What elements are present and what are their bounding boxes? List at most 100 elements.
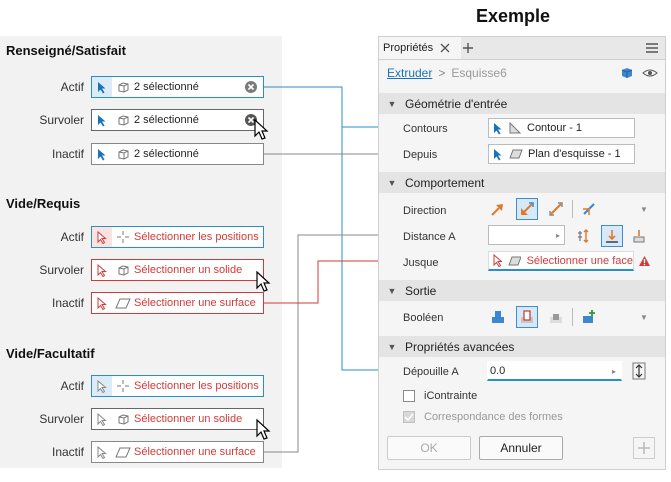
breadcrumb: Extruder > Esquisse6 — [387, 66, 507, 80]
depuis-label: Depuis — [403, 149, 438, 161]
state-label-active: Actif — [60, 230, 84, 244]
direction-flipped-button[interactable] — [516, 198, 538, 220]
ok-button[interactable]: OK — [387, 436, 471, 460]
depuis-selection-box[interactable]: Plan d'esquisse - 1 — [488, 144, 635, 164]
section-header-label: Propriétés avancées — [405, 339, 515, 354]
selection-box-filled-inactive[interactable]: 2 sélectionné — [91, 143, 264, 165]
chevron-down-icon[interactable]: ▼ — [640, 205, 648, 214]
mouse-cursor-icon — [256, 270, 271, 292]
direction-asymmetric-button[interactable] — [578, 198, 600, 220]
selection-box-filled-active[interactable]: 2 sélectionné — [91, 76, 264, 98]
selection-text: 2 sélectionné — [134, 148, 199, 160]
selection-box-optional-inactive[interactable]: Sélectionner une surface — [91, 441, 264, 463]
section-header-label: Géométrie d'entrée — [405, 96, 508, 111]
select-arrow-icon — [92, 77, 112, 97]
boolean-join-button[interactable] — [487, 306, 509, 328]
contours-selection-box[interactable]: Contour - 1 — [488, 118, 635, 138]
chevron-down-icon[interactable]: ▼ — [640, 313, 648, 322]
state-label-hover: Survoler — [39, 412, 84, 426]
selection-prompt: Sélectionner une surface — [134, 297, 256, 309]
selection-box-required-hover[interactable]: Sélectionner un solide — [91, 259, 264, 281]
tab-properties[interactable]: Propriétés — [379, 37, 461, 59]
collapse-arrow-icon: ▼ — [387, 285, 397, 296]
jusque-selection-box[interactable]: Sélectionner une face — [488, 251, 634, 271]
menu-icon[interactable] — [645, 42, 659, 54]
direction-asymmetric-icon — [583, 203, 595, 215]
toolbar-separator — [572, 308, 573, 326]
solid-icon — [112, 409, 134, 429]
visibility-eye-icon[interactable] — [642, 68, 658, 78]
flip-draft-icon[interactable] — [632, 362, 646, 380]
section-header-advanced[interactable]: ▼ Propriétés avancées — [379, 336, 665, 357]
state-label-inactive: Inactif — [51, 296, 84, 310]
section-header-behavior[interactable]: ▼ Comportement — [379, 172, 665, 193]
breadcrumb-separator: > — [438, 66, 446, 80]
clear-selection-icon[interactable] — [243, 112, 259, 128]
selection-box-required-active[interactable]: Sélectionner les positions — [91, 226, 264, 248]
state-label-active: Actif — [60, 80, 84, 94]
example-title: Exemple — [476, 6, 551, 26]
direction-symmetric-button[interactable] — [545, 198, 567, 220]
clear-selection-icon[interactable] — [243, 79, 259, 95]
checkmark-icon — [404, 413, 414, 422]
solid-icon — [112, 260, 134, 280]
breadcrumb-current-link[interactable]: Extruder — [387, 66, 433, 80]
icontrainte-checkbox[interactable] — [403, 390, 415, 402]
boolean-cut-button[interactable] — [516, 306, 538, 328]
contours-value: Contour - 1 — [527, 122, 583, 134]
contours-label: Contours — [403, 123, 448, 135]
cancel-button[interactable]: Annuler — [479, 436, 563, 460]
depouille-a-input[interactable]: 0.0 ▸ — [487, 361, 622, 381]
sketch-plane-icon — [509, 149, 523, 159]
new-solid-icon — [583, 310, 595, 323]
properties-panel: Propriétés Extruder > Esquisse6 ▼ Géomét… — [378, 36, 666, 470]
collapse-arrow-icon: ▼ — [387, 341, 397, 352]
plus-icon — [638, 442, 650, 454]
state-label-inactive: Inactif — [51, 445, 84, 459]
select-arrow-icon — [494, 148, 502, 160]
booleen-label: Booléen — [403, 312, 444, 324]
add-button[interactable] — [633, 437, 655, 459]
section-header-input-geometry[interactable]: ▼ Géométrie d'entrée — [379, 93, 665, 114]
section-header-label: Sortie — [405, 283, 437, 298]
collapse-arrow-icon: ▼ — [387, 98, 397, 109]
distance-a-input[interactable]: ▸ — [488, 225, 565, 245]
select-arrow-icon — [494, 122, 502, 134]
selection-box-required-inactive[interactable]: Sélectionner une surface — [91, 292, 264, 314]
through-all-button[interactable] — [628, 225, 650, 247]
select-arrow-icon — [493, 254, 502, 267]
selection-prompt: Sélectionner les positions — [134, 231, 259, 243]
distance-a-label: Distance A — [403, 231, 456, 243]
selection-box-optional-hover[interactable]: Sélectionner un solide — [91, 408, 264, 430]
to-mode-button[interactable] — [601, 225, 623, 247]
through-all-icon — [633, 230, 645, 243]
new-solid-button[interactable] — [578, 306, 600, 328]
boolean-intersect-button[interactable] — [545, 306, 567, 328]
correspondance-checkbox[interactable] — [403, 411, 415, 423]
section-title-filled: Renseigné/Satisfait — [6, 43, 126, 58]
section-header-label: Comportement — [405, 175, 485, 190]
visual-style-icon[interactable] — [620, 66, 634, 80]
selection-box-optional-active[interactable]: Sélectionner les positions — [91, 375, 264, 397]
section-header-output[interactable]: ▼ Sortie — [379, 280, 665, 301]
chevron-right-icon[interactable]: ▸ — [556, 231, 561, 240]
depouille-value: 0.0 — [490, 364, 506, 377]
select-arrow-icon — [92, 409, 112, 429]
profile-icon — [509, 122, 521, 134]
state-label-hover: Survoler — [39, 113, 84, 127]
solid-icon — [112, 110, 134, 130]
to-mode-icon — [606, 230, 618, 243]
add-tab-icon[interactable] — [462, 42, 474, 54]
chevron-right-icon[interactable]: ▸ — [612, 367, 617, 376]
icontrainte-label: iContrainte — [424, 390, 478, 402]
distance-mode-icon — [578, 229, 589, 243]
surface-icon — [112, 442, 134, 462]
correspondance-label: Correspondance des formes — [424, 411, 563, 423]
solid-icon — [112, 144, 134, 164]
distance-mode-button[interactable] — [574, 225, 596, 247]
direction-default-button[interactable] — [487, 198, 509, 220]
close-icon[interactable] — [440, 43, 450, 53]
selection-box-filled-hover[interactable]: 2 sélectionné — [91, 109, 264, 131]
boolean-cut-icon — [521, 310, 533, 323]
direction-flipped-icon — [521, 202, 534, 215]
